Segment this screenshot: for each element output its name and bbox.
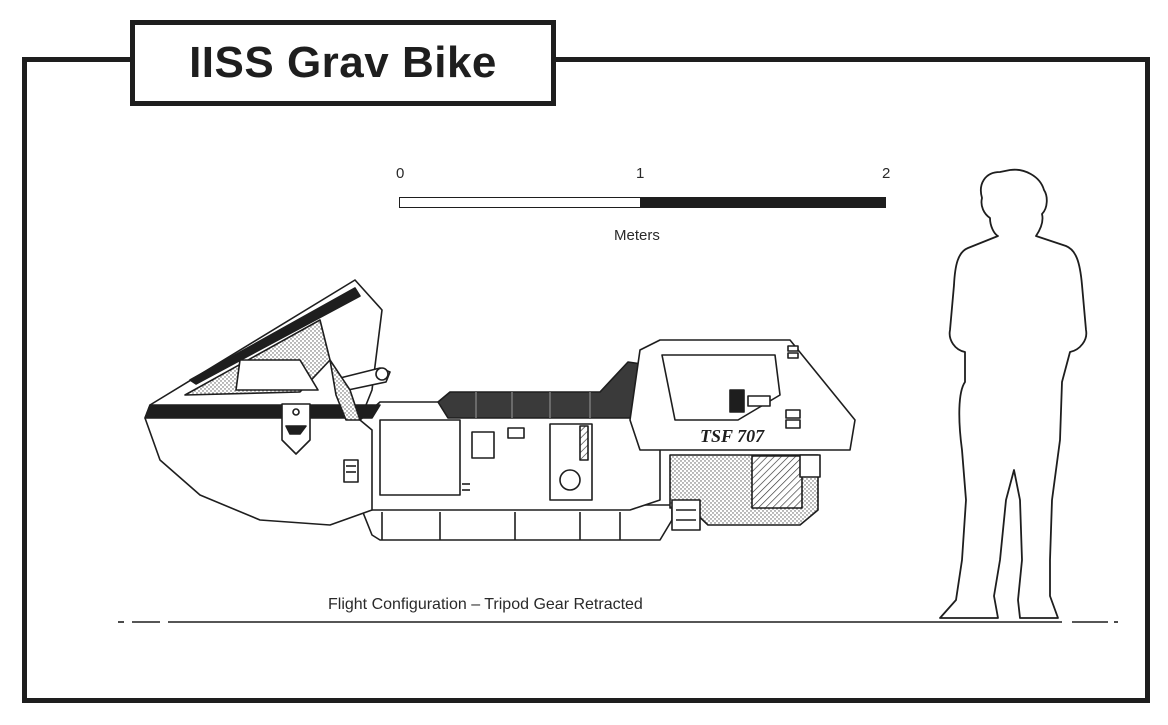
registration-marking: TSF 707	[700, 426, 765, 446]
scale-tick-2: 2	[882, 165, 891, 182]
scale-segment-white	[399, 197, 641, 208]
title-box: IISS Grav Bike	[130, 20, 556, 106]
page-title: IISS Grav Bike	[189, 38, 497, 87]
scale-tick-0: 0	[396, 165, 405, 182]
scale-segment-black	[641, 197, 886, 208]
scale-tick-1: 1	[636, 165, 645, 182]
figure-caption: Flight Configuration – Tripod Gear Retra…	[328, 596, 643, 613]
scale-bar: 0 1 2 Meters	[396, 165, 896, 250]
scale-unit-label: Meters	[614, 227, 660, 244]
